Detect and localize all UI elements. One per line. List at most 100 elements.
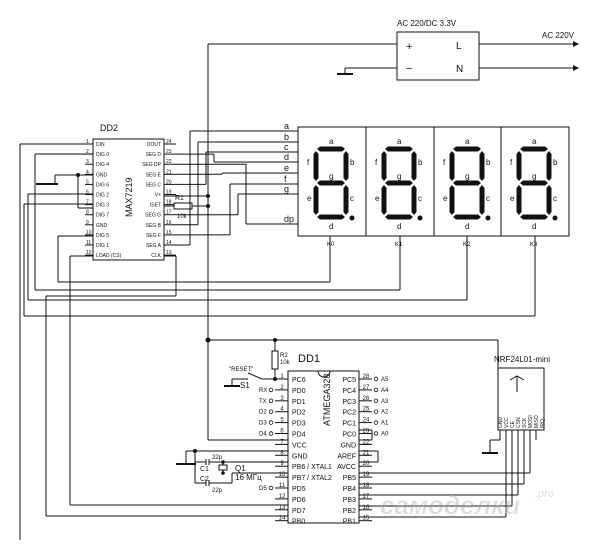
dd2-pin-name: SEG D (145, 152, 161, 158)
segment-label-a: a (329, 137, 334, 146)
power-module: AC 220/DC 3.3V + − L N AC 220V (207, 19, 579, 440)
segment-label-b: b (553, 158, 558, 167)
nrf-pin-label: MISO (534, 415, 540, 428)
segment-dp (417, 215, 423, 221)
segment-label-d: d (532, 222, 536, 231)
segment-bar (317, 180, 345, 186)
dd1-pin-number: 6 (280, 429, 284, 435)
segment-label-e: e (307, 194, 312, 203)
nrf-pin-label: MOSI (528, 415, 534, 428)
dd2-pin-number: 15 (166, 230, 172, 236)
dd1-pin-name: PD1 (292, 399, 306, 406)
segment-bar (520, 146, 548, 152)
watermark: самоделки .pro (380, 488, 554, 520)
dd1-pin-name: PC6 (292, 377, 306, 384)
segment-bar (381, 185, 387, 215)
dd2-pin-name: DIG 6 (96, 182, 109, 188)
dd2-pin-number: 14 (166, 240, 172, 246)
segment-bar (520, 214, 548, 220)
dd1-pin-name: AREF (337, 453, 356, 460)
watermark-text: самоделки (380, 490, 520, 520)
dd1-pin-terminal (373, 431, 379, 436)
dd1-pin-terminal (268, 409, 274, 414)
segment-bar (520, 180, 548, 186)
dd1-pin-name: PC3 (342, 399, 356, 406)
c2-value: 22p (212, 488, 223, 494)
dd1-pin-ext: RX (259, 388, 267, 394)
dd1-pin-name: PB3 (343, 497, 356, 504)
dd1-title: DD1 (298, 353, 320, 365)
segment-bus-label: d (284, 152, 289, 162)
dd2-pin-number: 2 (86, 149, 89, 155)
dd1-pin-number: 16 (363, 505, 370, 511)
q1-value: 16 МГц (235, 473, 262, 482)
dd1-pin-number: 21 (363, 450, 370, 456)
dd1-pin-terminal (373, 398, 379, 403)
nrf-pin-label: VCC (504, 417, 510, 428)
segment-bar (516, 151, 522, 181)
segment-bar (411, 151, 417, 181)
dd2-pin-number: 23 (166, 149, 172, 155)
dd1-pin-name: PD2 (292, 410, 306, 417)
dd2-pin-number: 16 (166, 220, 172, 226)
r1-value: 10k (177, 214, 188, 220)
segment-bar (385, 180, 413, 186)
dd2-pin-name: GND (96, 172, 108, 178)
power-l: L (456, 41, 462, 52)
segment-bar (313, 185, 319, 215)
dd1-pin-name: AVCC (337, 464, 356, 471)
segment-bus-label: b (284, 132, 289, 142)
segment-bar (385, 214, 413, 220)
segment-bar (449, 151, 455, 181)
dd2-pin-number: 4 (86, 169, 89, 175)
dd2-pin-number: 1 (86, 139, 89, 145)
dd1-pin-ext: D5 (259, 486, 267, 492)
segment-dp (349, 215, 355, 221)
dd1-pin-number: 4 (280, 407, 284, 413)
segment-bus-label: f (284, 174, 287, 184)
dd1-pin-ext: D2 (259, 410, 267, 416)
r2-label: R2 (280, 353, 288, 359)
dd2-pin-name: SEG F (146, 233, 161, 239)
reset-label: "RESET" (229, 367, 253, 373)
segment-bus-label: a (284, 121, 289, 131)
dd2-pin-name: DIG 0 (96, 152, 109, 158)
segment-bar (313, 151, 319, 181)
dd1-pin-name: PD6 (292, 497, 306, 504)
segment-label-d: d (329, 222, 333, 231)
dd1-pin-name: PB2 (343, 508, 356, 515)
c1-label: C1 (200, 466, 209, 473)
ac-220v-label: AC 220V (542, 31, 575, 40)
dd2-pin-name: DIN (96, 142, 105, 148)
segment-bar (479, 185, 485, 215)
dd1-pin-number: 23 (363, 429, 370, 435)
segment-label-f: f (307, 158, 310, 167)
segment-bus-label: g (284, 184, 289, 194)
dd2-pin-number: 8 (86, 210, 89, 216)
dd2-pin-name: SEG B (146, 223, 162, 229)
segment-bar (381, 151, 387, 181)
dd1-pin-number: 17 (363, 494, 370, 500)
dd1-pin-name: PC1 (342, 421, 356, 428)
segment-bus-label: e (284, 163, 289, 173)
dd1-pin-number: 27 (363, 385, 370, 391)
dd1-pin-name: PC0 (342, 432, 356, 439)
dd1-pin-name: PB1 (343, 519, 356, 526)
dd1-pin-name: PC5 (342, 377, 356, 384)
nrf-pin-label: CSN (516, 417, 522, 428)
segment-bar (479, 151, 485, 181)
dd2-pin-name: SEG E (146, 172, 162, 178)
dd2-pin-number: 6 (86, 190, 89, 196)
dd1-pin-ext: TX (259, 399, 267, 405)
dd1-pin-ext: D4 (259, 432, 267, 438)
dd1-pin-number: 25 (363, 407, 370, 413)
dd1-pin-name: PD4 (292, 432, 306, 439)
dd2-pin-name: SEG A (146, 243, 162, 249)
segment-bus-label: dp (284, 214, 294, 224)
